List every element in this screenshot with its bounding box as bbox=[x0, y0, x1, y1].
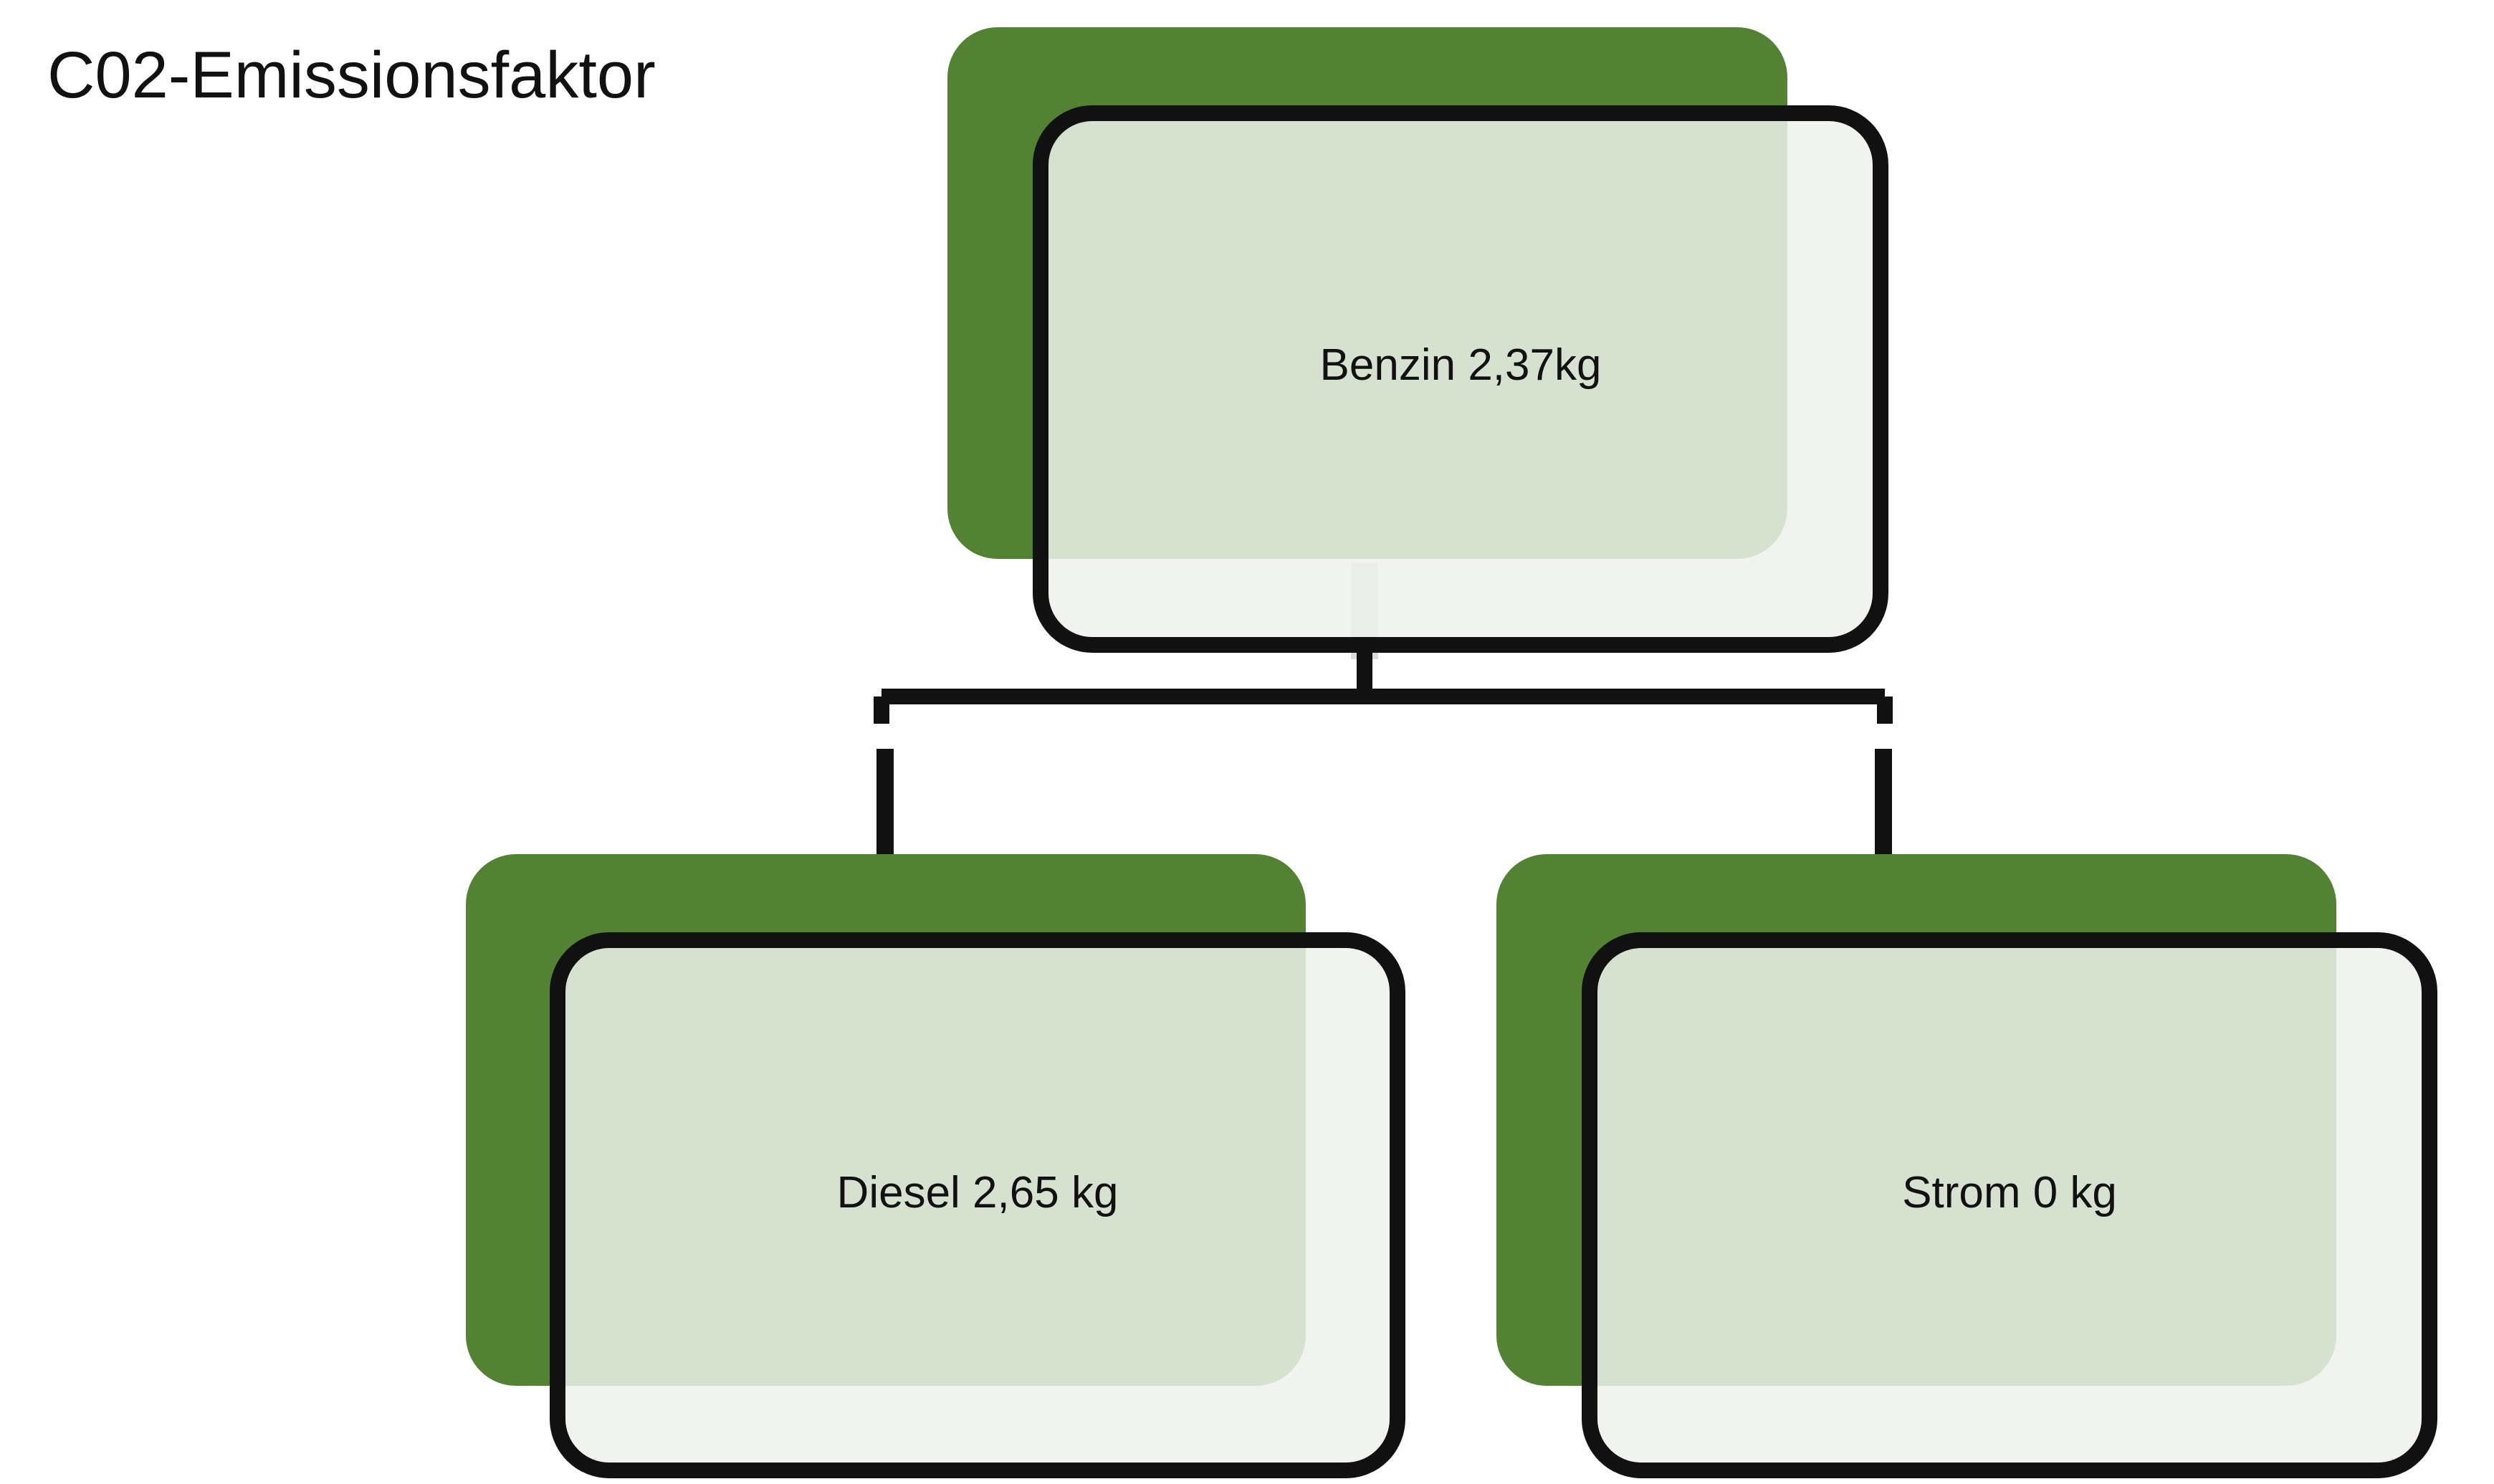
node-root-card bbox=[1033, 105, 1888, 653]
node-child-diesel-label: Diesel 2,65 kg bbox=[837, 1168, 1119, 1217]
node-child-strom-card bbox=[1582, 932, 2437, 1478]
node-child-diesel-card bbox=[550, 932, 1405, 1478]
diagram-title: C02-Emissionsfaktor bbox=[47, 39, 656, 112]
connector-line bbox=[874, 643, 1893, 724]
node-child-strom: Strom 0 kg bbox=[1496, 854, 2437, 1478]
node-child-strom-label: Strom 0 kg bbox=[1902, 1168, 2117, 1217]
node-child-diesel: Diesel 2,65 kg bbox=[466, 854, 1405, 1478]
node-root-label: Benzin 2,37kg bbox=[1320, 340, 1602, 390]
node-root: Benzin 2,37kg bbox=[947, 27, 1888, 653]
